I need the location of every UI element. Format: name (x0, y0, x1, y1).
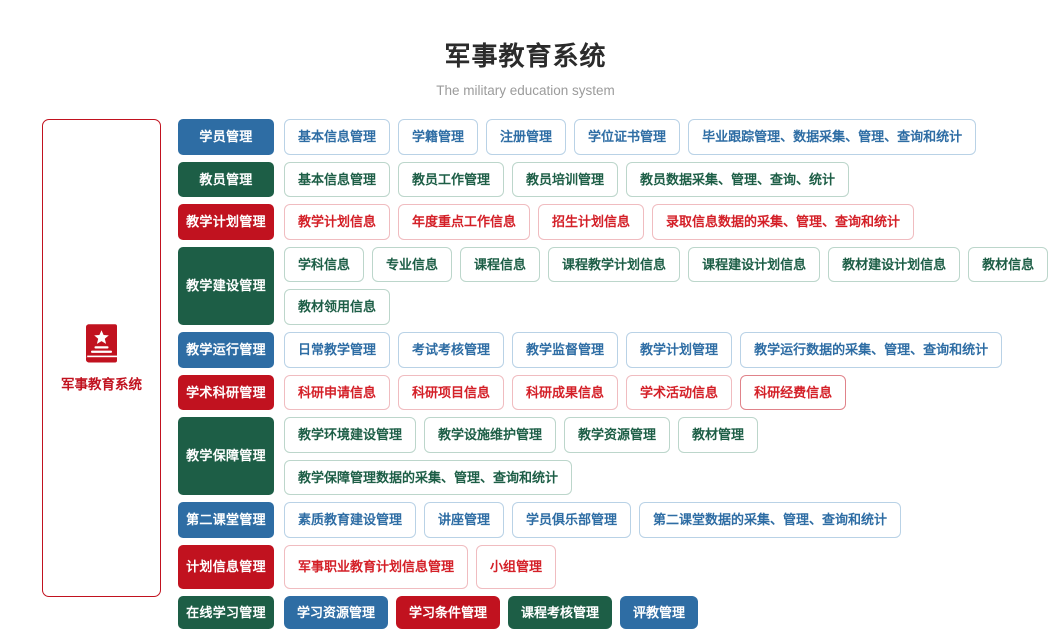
category-item-button[interactable]: 教材建设计划信息 (828, 246, 961, 283)
page-title: 军事教育系统 (444, 41, 607, 71)
category-row: 教学计划管理教学计划信息年度重点工作信息招生计划信息录取信息数据的采集、管理、查… (178, 204, 1051, 240)
category-row: 第二课堂管理素质教育建设管理讲座管理学员俱乐部管理第二课堂数据的采集、管理、查询… (178, 502, 1051, 538)
category-item-button[interactable]: 教学保障管理数据的采集、管理、查询和统计 (284, 459, 573, 496)
category-items: 学科信息专业信息课程信息课程教学计划信息课程建设计划信息教材建设计划信息教材信息… (284, 246, 1051, 325)
category-item-button[interactable]: 学习条件管理 (396, 595, 501, 630)
category-item-button[interactable]: 年度重点工作信息 (398, 204, 531, 240)
category-item-button[interactable]: 教学设施维护管理 (424, 417, 557, 453)
category-row: 教学运行管理日常教学管理考试考核管理教学监督管理教学计划管理教学运行数据的采集、… (178, 331, 1051, 368)
category-item-button[interactable]: 学科信息 (284, 246, 365, 283)
category-item-button[interactable]: 课程信息 (460, 246, 541, 283)
category-item-button[interactable]: 毕业跟踪管理、数据采集、管理、查询和统计 (688, 119, 977, 155)
page-header: 军事教育系统 The military education system (0, 0, 1051, 98)
category-row: 学术科研管理科研申请信息科研项目信息科研成果信息学术活动信息科研经费信息 (178, 374, 1051, 411)
category-item-button[interactable]: 学习资源管理 (284, 595, 389, 630)
category-item-button[interactable]: 专业信息 (372, 246, 453, 283)
category-item-button[interactable]: 招生计划信息 (538, 204, 645, 240)
category-item-button[interactable]: 基本信息管理 (284, 161, 391, 198)
category-item-button[interactable]: 教学资源管理 (564, 417, 671, 453)
category-items: 军事职业教育计划信息管理小组管理 (284, 544, 1051, 589)
category-button[interactable]: 教学运行管理 (178, 331, 274, 368)
category-item-button[interactable]: 教学计划信息 (284, 204, 391, 240)
sidebar-panel: 军事教育系统 (42, 119, 161, 597)
category-button[interactable]: 学术科研管理 (178, 374, 274, 411)
category-items: 素质教育建设管理讲座管理学员俱乐部管理第二课堂数据的采集、管理、查询和统计 (284, 502, 1051, 538)
category-item-button[interactable]: 科研经费信息 (740, 374, 847, 411)
category-items: 基本信息管理教员工作管理教员培训管理教员数据采集、管理、查询、统计 (284, 161, 1051, 198)
category-item-button[interactable]: 学籍管理 (398, 119, 479, 155)
category-items: 教学环境建设管理教学设施维护管理教学资源管理教材管理教学保障管理数据的采集、管理… (284, 417, 1051, 496)
category-button[interactable]: 学员管理 (178, 119, 274, 155)
book-star-icon (85, 323, 117, 362)
category-button[interactable]: 教员管理 (178, 161, 274, 198)
category-item-button[interactable]: 教员培训管理 (512, 161, 619, 198)
category-row: 学员管理基本信息管理学籍管理注册管理学位证书管理毕业跟踪管理、数据采集、管理、查… (178, 119, 1051, 155)
category-items: 日常教学管理考试考核管理教学监督管理教学计划管理教学运行数据的采集、管理、查询和… (284, 331, 1051, 368)
category-item-button[interactable]: 教材领用信息 (284, 289, 391, 325)
category-item-button[interactable]: 学员俱乐部管理 (512, 502, 632, 538)
category-button[interactable]: 第二课堂管理 (178, 502, 274, 538)
category-button[interactable]: 教学计划管理 (178, 204, 274, 240)
category-row: 教学建设管理学科信息专业信息课程信息课程教学计划信息课程建设计划信息教材建设计划… (178, 246, 1051, 325)
category-item-button[interactable]: 录取信息数据的采集、管理、查询和统计 (652, 204, 915, 240)
category-item-button[interactable]: 学术活动信息 (626, 374, 733, 411)
category-item-button[interactable]: 教学运行数据的采集、管理、查询和统计 (740, 331, 1003, 368)
category-button[interactable]: 在线学习管理 (178, 595, 274, 630)
category-item-button[interactable]: 小组管理 (476, 544, 557, 589)
category-item-button[interactable]: 课程建设计划信息 (688, 246, 821, 283)
category-item-button[interactable]: 军事职业教育计划信息管理 (284, 544, 469, 589)
category-item-button[interactable]: 考试考核管理 (398, 331, 505, 368)
category-item-button[interactable]: 课程考核管理 (508, 595, 613, 630)
category-button[interactable]: 教学建设管理 (178, 246, 274, 325)
category-item-button[interactable]: 基本信息管理 (284, 119, 391, 155)
body-area: 军事教育系统 学员管理基本信息管理学籍管理注册管理学位证书管理毕业跟踪管理、数据… (0, 98, 1051, 636)
category-item-button[interactable]: 课程教学计划信息 (548, 246, 681, 283)
category-rows: 学员管理基本信息管理学籍管理注册管理学位证书管理毕业跟踪管理、数据采集、管理、查… (178, 119, 1051, 636)
category-row: 计划信息管理军事职业教育计划信息管理小组管理 (178, 544, 1051, 589)
category-item-button[interactable]: 教材信息 (968, 246, 1049, 283)
category-items: 科研申请信息科研项目信息科研成果信息学术活动信息科研经费信息 (284, 374, 1051, 411)
category-items: 学习资源管理学习条件管理课程考核管理评教管理 (284, 595, 1051, 630)
category-item-button[interactable]: 讲座管理 (424, 502, 505, 538)
category-item-button[interactable]: 教材管理 (678, 417, 759, 453)
category-row: 教员管理基本信息管理教员工作管理教员培训管理教员数据采集、管理、查询、统计 (178, 161, 1051, 198)
category-item-button[interactable]: 素质教育建设管理 (284, 502, 417, 538)
category-row: 在线学习管理学习资源管理学习条件管理课程考核管理评教管理 (178, 595, 1051, 630)
sidebar-label: 军事教育系统 (61, 376, 142, 392)
category-item-button[interactable]: 评教管理 (620, 595, 699, 630)
category-item-button[interactable]: 教学计划管理 (626, 331, 733, 368)
category-item-button[interactable]: 教学环境建设管理 (284, 417, 417, 453)
category-items: 基本信息管理学籍管理注册管理学位证书管理毕业跟踪管理、数据采集、管理、查询和统计 (284, 119, 1051, 155)
category-items: 教学计划信息年度重点工作信息招生计划信息录取信息数据的采集、管理、查询和统计 (284, 204, 1051, 240)
category-item-button[interactable]: 科研成果信息 (512, 374, 619, 411)
category-item-button[interactable]: 科研项目信息 (398, 374, 505, 411)
category-row: 教学保障管理教学环境建设管理教学设施维护管理教学资源管理教材管理教学保障管理数据… (178, 417, 1051, 496)
category-button[interactable]: 计划信息管理 (178, 544, 274, 589)
category-item-button[interactable]: 教学监督管理 (512, 331, 619, 368)
category-item-button[interactable]: 注册管理 (486, 119, 567, 155)
page-subtitle: The military education system (436, 83, 615, 98)
category-button[interactable]: 教学保障管理 (178, 417, 274, 496)
category-item-button[interactable]: 日常教学管理 (284, 331, 391, 368)
category-item-button[interactable]: 教员数据采集、管理、查询、统计 (626, 161, 850, 198)
category-item-button[interactable]: 教员工作管理 (398, 161, 505, 198)
category-item-button[interactable]: 科研申请信息 (284, 374, 391, 411)
category-item-button[interactable]: 第二课堂数据的采集、管理、查询和统计 (639, 502, 902, 538)
category-item-button[interactable]: 学位证书管理 (574, 119, 681, 155)
